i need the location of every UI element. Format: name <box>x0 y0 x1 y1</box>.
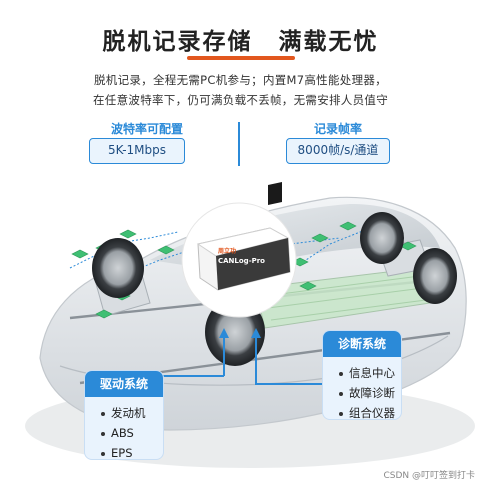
list-item: 发动机 <box>101 403 163 423</box>
rear-wheel-left <box>360 212 404 264</box>
connector-diagnosis <box>255 338 324 385</box>
ecu-node <box>299 281 317 291</box>
vehicle-scene: 周立功 CANLog-Pro 诊断系统 信息中心 故障诊断 组合仪器 驱动系统 … <box>0 168 481 487</box>
device-front-panel <box>216 238 290 290</box>
device-model-label: CANLog-Pro <box>218 257 265 265</box>
list-item-label: 故障诊断 <box>349 386 395 400</box>
title-left: 脱机记录存储 <box>102 29 253 55</box>
list-item-label: 发动机 <box>111 406 146 420</box>
device-brand-label: 周立功 <box>218 247 236 255</box>
watermark: CSDN @叮叮签到打卡 <box>383 471 475 481</box>
frame-rate-label: 记录帧率 <box>313 122 362 136</box>
baud-rate-label: 波特率可配置 <box>110 122 183 136</box>
diagnosis-system-title: 诊断系统 <box>323 331 401 357</box>
diagnosis-system-list: 信息中心 故障诊断 组合仪器 <box>323 357 401 420</box>
connector-drive-arrow <box>219 328 229 338</box>
front-wheel-left <box>92 238 144 298</box>
list-item: 组合仪器 <box>339 403 401 420</box>
ecu-node <box>399 241 417 251</box>
diagnosis-system-panel: 诊断系统 信息中心 故障诊断 组合仪器 <box>322 330 402 420</box>
list-item: ABS <box>101 423 163 443</box>
title-right: 满载无忧 <box>278 29 379 55</box>
bus-line-3 <box>299 223 391 265</box>
device-port <box>268 182 282 206</box>
baud-rate-value: 5K-1Mbps <box>89 138 185 164</box>
car-illustration: 周立功 CANLog-Pro <box>25 182 475 468</box>
ecu-node <box>119 229 137 239</box>
list-item-label: 组合仪器 <box>349 406 395 420</box>
ecu-node <box>71 249 89 259</box>
ecu-node <box>311 233 329 243</box>
ecu-node <box>157 245 175 255</box>
rear-wheel-right <box>413 248 457 304</box>
frame-rate-value: 8000帧/s/通道 <box>286 138 390 164</box>
page-title: 脱机记录存储满载无忧 <box>0 22 481 56</box>
list-item: EPS <box>101 443 163 460</box>
ecu-node <box>95 309 113 319</box>
list-item-label: 信息中心 <box>349 366 395 380</box>
list-item: 信息中心 <box>339 363 401 383</box>
battery-cells <box>264 275 427 321</box>
list-item-label: ABS <box>111 426 134 440</box>
canlog-device: 周立功 CANLog-Pro <box>196 182 291 291</box>
drive-system-panel: 驱动系统 发动机 ABS EPS <box>84 370 164 460</box>
title-underline <box>187 56 295 60</box>
ecu-node <box>339 221 357 231</box>
spec-divider <box>238 122 240 166</box>
description-line-1: 脱机记录，全程无需PC机参与；内置M7高性能处理器， <box>93 73 387 87</box>
description-line-2: 在任意波特率下，仍可满负载不丢帧，无需安排人员值守 <box>93 93 388 107</box>
connector-diagnosis-arrow <box>251 328 261 338</box>
list-item-label: EPS <box>111 446 133 460</box>
drive-system-title: 驱动系统 <box>85 371 163 397</box>
list-item: 故障诊断 <box>339 383 401 403</box>
drive-system-list: 发动机 ABS EPS <box>85 397 163 460</box>
